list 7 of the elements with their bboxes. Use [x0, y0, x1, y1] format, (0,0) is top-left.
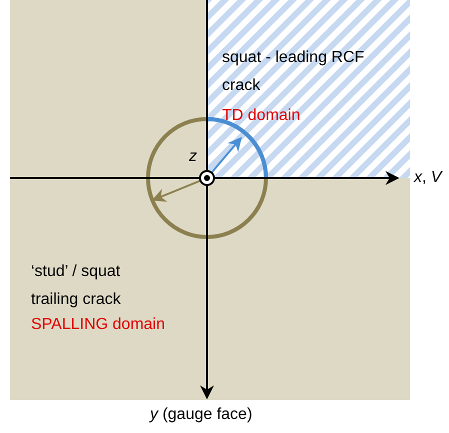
domain-label: SPALLING domain [31, 315, 166, 335]
region-note: squat - leading RCF crack [222, 48, 366, 96]
axis-label: y (gauge face) [150, 405, 254, 425]
axis-label: x, V [414, 168, 444, 188]
domain-label: TD domain [222, 106, 302, 126]
axis-label: z [189, 147, 198, 167]
region-note: ‘stud’ / squat trailing crack [31, 262, 122, 310]
